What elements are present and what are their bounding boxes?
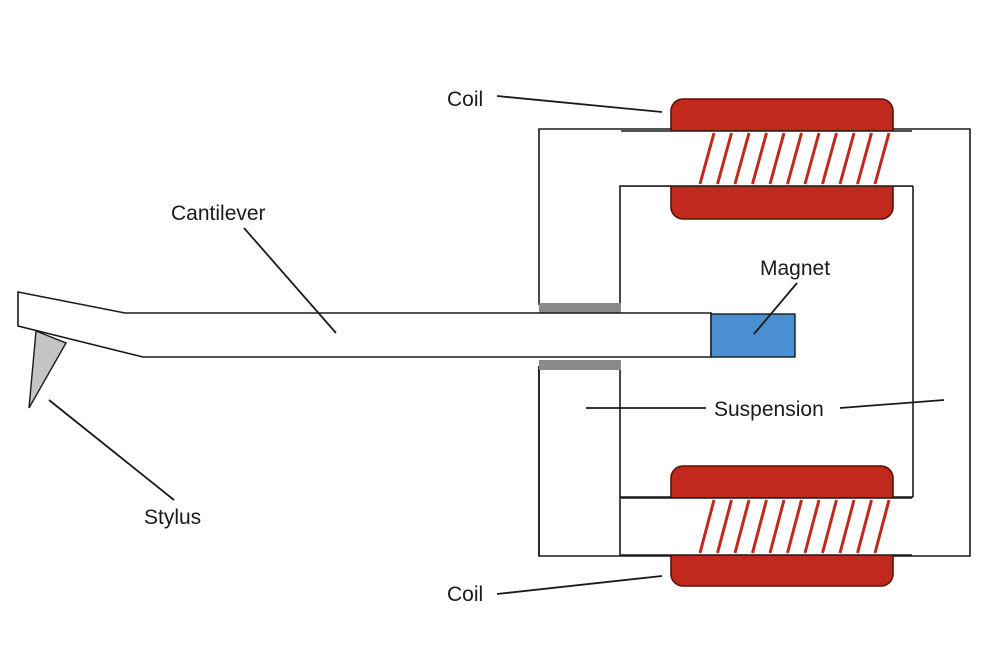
coil-top-winding-turn bbox=[733, 132, 751, 185]
coil-bottom-winding-turn bbox=[751, 499, 768, 554]
leader-cantilever bbox=[243, 227, 337, 334]
suspension-bottom bbox=[539, 360, 621, 370]
coil-top-winding-turn bbox=[821, 132, 838, 185]
coil-top-winding-turn bbox=[716, 132, 733, 185]
coil-bottom-winding-turn bbox=[716, 499, 733, 554]
coil-bottom-winding bbox=[698, 499, 891, 554]
leader-stylus bbox=[48, 399, 175, 501]
label-coil-bottom: Coil bbox=[447, 583, 484, 606]
coil-top bbox=[621, 98, 912, 220]
coil-top-winding-turn bbox=[786, 132, 803, 185]
stylus bbox=[28, 330, 68, 409]
magnet bbox=[710, 313, 796, 358]
coil-bottom-winding-turn bbox=[821, 499, 838, 554]
coil-bottom-winding-turn bbox=[873, 499, 891, 554]
coil-top-winding-turn bbox=[768, 132, 786, 185]
coil-bottom bbox=[621, 465, 912, 587]
leader-coil-top bbox=[496, 95, 663, 113]
label-stylus: Stylus bbox=[144, 506, 202, 529]
label-coil-top: Coil bbox=[447, 88, 484, 111]
leader-coil-bottom bbox=[496, 575, 663, 595]
label-magnet: Magnet bbox=[760, 257, 831, 280]
coil-top-winding-turn bbox=[698, 132, 716, 185]
coil-bottom-winding-turn bbox=[856, 499, 873, 554]
coil-bottom-winding-turn bbox=[786, 499, 803, 554]
label-suspension: Suspension bbox=[714, 398, 824, 421]
frame bbox=[538, 128, 971, 557]
coil-bottom-winding-turn bbox=[768, 499, 786, 554]
suspension-top bbox=[539, 303, 621, 313]
coil-top-winding-turn bbox=[856, 132, 873, 185]
coil-top-winding-turn bbox=[803, 132, 821, 185]
leader-lines bbox=[48, 95, 945, 595]
coil-top-winding bbox=[698, 132, 891, 185]
label-cantilever: Cantilever bbox=[171, 202, 266, 225]
coil-top-winding-turn bbox=[838, 132, 856, 185]
cantilever bbox=[17, 291, 712, 358]
coil-top-winding-turn bbox=[751, 132, 768, 185]
coil-bottom-winding-turn bbox=[698, 499, 716, 554]
leader-magnet bbox=[753, 282, 798, 335]
coil-bottom-winding-turn bbox=[838, 499, 856, 554]
coil-bottom-winding-turn bbox=[803, 499, 821, 554]
coil-bottom-winding-turn bbox=[733, 499, 751, 554]
leader-suspension-right bbox=[839, 399, 945, 409]
coil-top-winding-turn bbox=[873, 132, 891, 185]
